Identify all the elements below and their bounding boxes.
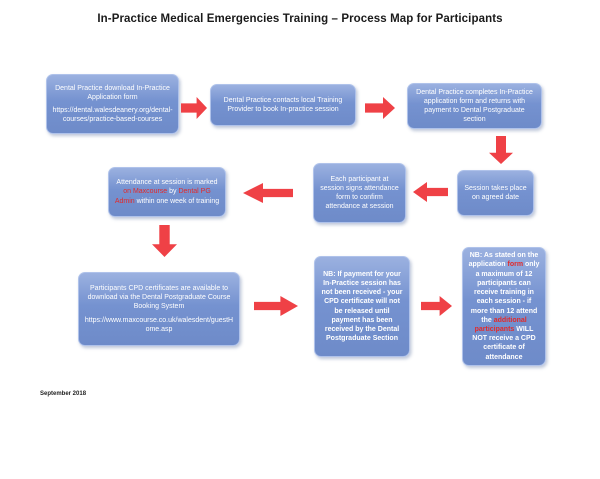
arrow-right-icon	[254, 296, 298, 316]
step6-red-segment: on Maxcourse	[123, 188, 168, 196]
arrow-right-icon	[365, 97, 395, 119]
step7-cpd-certificates-box: Participants CPD certificates are availa…	[78, 272, 240, 346]
step6-segment: within one week of training	[134, 197, 220, 205]
step9-red-segment: form	[507, 261, 524, 269]
step7-url-text: https://www.maxcourse.co.uk/walesdent/gu…	[84, 316, 234, 333]
arrow-right-shape	[181, 97, 207, 119]
step3-submit-application-box: Dental Practice completes In-Practice ap…	[407, 83, 542, 129]
arrow-left-icon	[413, 182, 448, 202]
step7-text: Participants CPD certificates are availa…	[87, 284, 231, 311]
step8-payment-notice-box: NB: If payment for your In-Practice sess…	[314, 256, 410, 357]
step9-segment: only a maximum of 12 participants can re…	[470, 261, 540, 324]
step6-segment: Attendance at session is marked	[116, 179, 218, 187]
arrow-left-icon	[243, 183, 293, 203]
step2-contact-provider-box: Dental Practice contacts local Training …	[210, 84, 356, 126]
arrow-right-shape	[421, 296, 452, 316]
step9-capacity-notice-box: NB: As stated on the application form on…	[462, 247, 546, 366]
arrow-right-icon	[421, 296, 452, 316]
step6-text: Attendance at session is marked on Maxco…	[114, 178, 220, 206]
step6-attendance-marked-box: Attendance at session is marked on Maxco…	[108, 167, 226, 217]
arrow-down-shape	[152, 225, 177, 257]
footer-date: September 2018	[40, 391, 87, 397]
arrow-right-shape	[365, 97, 395, 119]
arrow-left-shape	[243, 183, 293, 203]
arrow-down-shape	[489, 136, 513, 164]
arrow-left-shape	[413, 182, 448, 202]
arrow-right-shape	[254, 296, 298, 316]
step3-text: Dental Practice completes In-Practice ap…	[416, 88, 533, 124]
page-title: In-Practice Medical Emergencies Training…	[97, 13, 503, 25]
step8-text: NB: If payment for your In-Practice sess…	[321, 270, 403, 343]
step4-session-takes-place-box: Session takes place on agreed date	[457, 170, 534, 216]
step1-url-text: https://dental.walesdeanery.org/dental-c…	[52, 107, 173, 124]
step9-segment: WILL NOT receive a CPD certificate of at…	[472, 325, 536, 361]
step6-segment: by	[167, 188, 179, 196]
step1-text: Dental Practice download In-Practice App…	[55, 84, 170, 101]
step4-text: Session takes place on agreed date	[464, 184, 527, 201]
step9-text: NB: As stated on the application form on…	[468, 251, 540, 362]
arrow-right-icon	[181, 97, 207, 119]
step2-text: Dental Practice contacts local Training …	[223, 96, 343, 113]
step5-text: Each participant at session signs attend…	[320, 175, 399, 211]
step1-download-form-box: Dental Practice download In-Practice App…	[46, 74, 179, 134]
step9-red-segment: additional participants	[474, 316, 527, 333]
arrow-down-icon	[489, 136, 513, 164]
step6-red-segment: Dental PG Admin	[114, 188, 211, 205]
step9-segment: NB: As stated on the application	[468, 252, 539, 269]
step5-sign-attendance-box: Each participant at session signs attend…	[313, 163, 406, 223]
arrow-down-icon	[152, 225, 177, 257]
